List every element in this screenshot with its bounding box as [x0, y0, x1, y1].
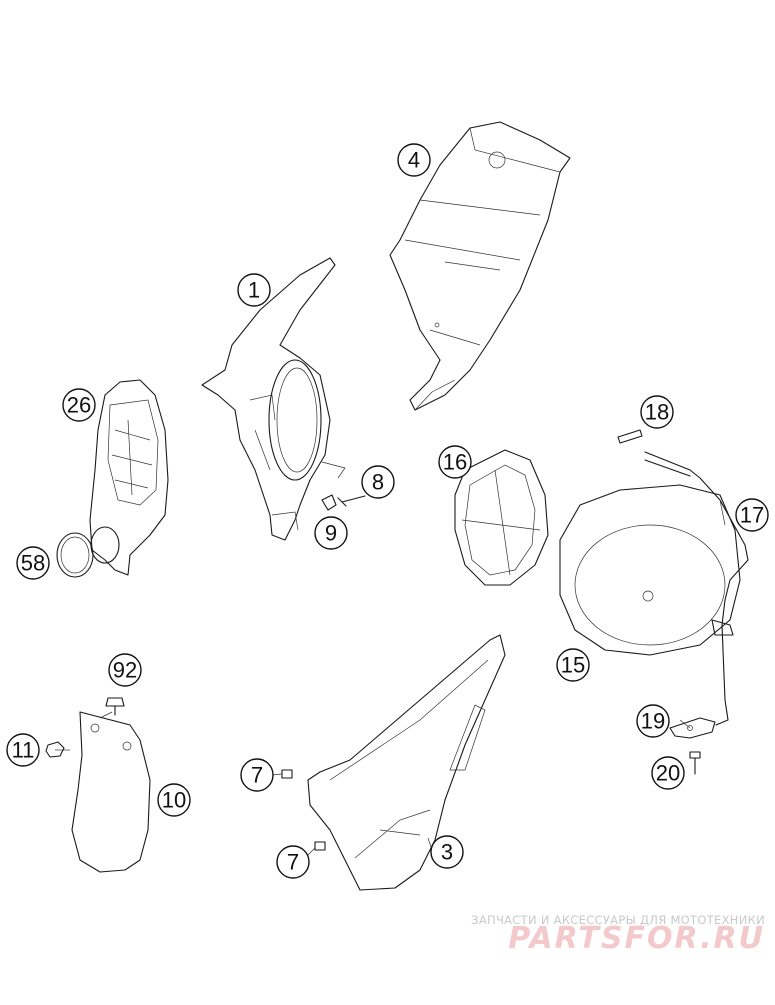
callout-92-label: 92 — [113, 658, 137, 683]
watermark-tagline: ЗАПЧАСТИ И АКСЕССУАРЫ ДЛЯ МОТОТЕХНИКИ — [471, 913, 765, 927]
part-7-screw-upper — [281, 769, 293, 779]
part-16-filter-cage — [454, 449, 549, 586]
callout-92: 92 — [108, 653, 142, 687]
part-15-air-filter — [559, 484, 741, 656]
callout-17-label: 17 — [740, 503, 764, 528]
callout-18: 18 — [640, 395, 674, 429]
part-7-screw-lower — [314, 841, 326, 851]
callout-8-label: 8 — [372, 470, 384, 495]
part-8-screw — [337, 495, 366, 507]
callout-4: 4 — [397, 143, 431, 177]
callout-16-label: 16 — [443, 450, 467, 475]
part-1-side-frame — [201, 257, 346, 541]
callout-19: 19 — [636, 704, 670, 738]
callout-20-label: 20 — [656, 761, 680, 786]
callout-10-label: 10 — [162, 788, 186, 813]
part-20-screw — [689, 751, 701, 775]
callout-18-label: 18 — [645, 400, 669, 425]
callout-11-label: 11 — [12, 738, 35, 763]
callout-7-upper-label: 7 — [251, 763, 263, 788]
callout-19-label: 19 — [641, 709, 665, 734]
callout-1: 1 — [237, 273, 271, 307]
callout-58: 58 — [16, 546, 50, 580]
callout-7-lower-label: 7 — [287, 850, 299, 875]
part-19-bracket — [669, 717, 716, 739]
part-18-pin — [617, 429, 643, 444]
callout-26: 26 — [62, 388, 96, 422]
part-17-filter-holder — [644, 451, 749, 726]
callout-11: 11 — [6, 733, 40, 767]
callout-7-lower: 7 — [276, 845, 310, 879]
watermark-logo: PARTSFOR.RU — [508, 921, 765, 956]
callout-4-label: 4 — [408, 148, 420, 173]
callout-9-label: 9 — [325, 521, 337, 546]
part-92-bolt — [105, 697, 125, 716]
callout-16: 16 — [438, 445, 472, 479]
callout-15-label: 15 — [561, 653, 585, 678]
part-9-clip — [321, 494, 337, 511]
callout-15: 15 — [556, 648, 590, 682]
callout-58-label: 58 — [21, 551, 45, 576]
callout-1-label: 1 — [248, 278, 260, 303]
callout-9: 9 — [314, 516, 348, 550]
callout-17: 17 — [735, 498, 769, 532]
part-58-hose-clamp — [56, 532, 94, 578]
part-3-side-cover — [307, 634, 506, 891]
callout-8: 8 — [361, 465, 395, 499]
callout-20: 20 — [651, 756, 685, 790]
callout-3: 3 — [430, 835, 464, 869]
part-11-nut — [45, 741, 65, 758]
callout-10: 10 — [157, 783, 191, 817]
callout-3-label: 3 — [441, 840, 453, 865]
part-26-duct — [89, 379, 169, 576]
callout-7-upper: 7 — [240, 758, 274, 792]
part-4-airbox-housing — [389, 121, 571, 411]
part-10-mud-flap — [71, 711, 151, 873]
callout-26-label: 26 — [67, 393, 91, 418]
